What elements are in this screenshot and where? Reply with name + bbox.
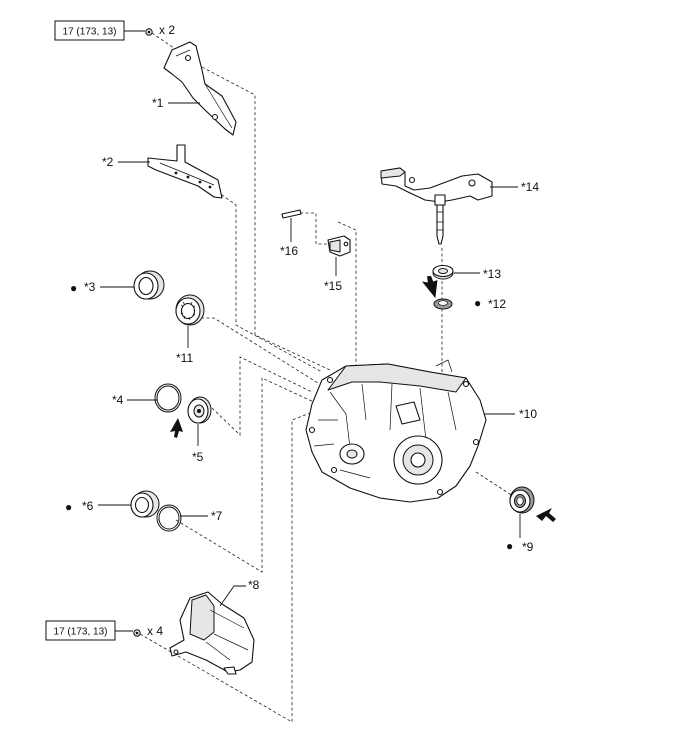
callout-15: *15: [324, 279, 342, 293]
leader-lines: [98, 102, 521, 607]
part-12-seal: [433, 298, 453, 310]
bolt-icon: [145, 28, 153, 36]
callout-4: *4: [112, 393, 124, 407]
non-reusable-mark: ●: [70, 281, 77, 295]
torque-spec-bottom: 17 (173, 13) x 4: [45, 620, 163, 641]
part-9-oil-seal: [509, 486, 535, 514]
part-16-pin: [281, 209, 302, 219]
arrow-icon: [422, 276, 438, 299]
callout-6: *6: [82, 499, 94, 513]
bolt-quantity-bottom: x 4: [147, 624, 163, 638]
part-4-o-ring: [154, 383, 182, 413]
callout-13: *13: [483, 267, 501, 281]
callout-9: *9: [522, 540, 534, 554]
callout-16: *16: [280, 244, 298, 258]
callout-1: *1: [152, 96, 164, 110]
torque-value-bottom: 17 (173, 13): [54, 627, 108, 638]
part-6-oil-seal: [130, 490, 160, 518]
part-13-washer: [432, 264, 454, 280]
part-10-transaxle-housing: [305, 359, 487, 503]
bolt-quantity-top: x 2: [159, 23, 175, 37]
bolt-icon: [133, 629, 141, 637]
non-reusable-marks: ● ● ● ●: [65, 281, 513, 553]
callout-labels: *1 *2 *3 *4 *5 *6 *7 *8 *9 *10 *11 *12 *…: [82, 96, 539, 592]
non-reusable-mark: ●: [65, 500, 72, 514]
part-11-bearing: [175, 294, 205, 326]
part-15-block: [327, 235, 351, 257]
part-1-bracket: [163, 41, 237, 136]
part-5-plug: [187, 396, 212, 424]
callout-2: *2: [102, 155, 114, 169]
callout-3: *3: [84, 280, 96, 294]
torque-value-top: 17 (173, 13): [63, 27, 117, 38]
part-7-o-ring: [156, 504, 182, 532]
non-reusable-mark: ●: [506, 539, 513, 553]
callout-5: *5: [192, 450, 204, 464]
part-8-cover: [169, 591, 255, 675]
callout-11: *11: [176, 351, 193, 365]
callout-8: *8: [248, 578, 260, 592]
arrow-icon: [170, 418, 183, 438]
non-reusable-mark: ●: [474, 296, 481, 310]
part-3-oil-seal: [133, 270, 165, 300]
callout-10: *10: [519, 407, 537, 421]
torque-spec-top: 17 (173, 13) x 2: [54, 20, 175, 41]
callout-12: *12: [488, 297, 506, 311]
callout-14: *14: [521, 180, 539, 194]
callout-7: *7: [211, 509, 223, 523]
part-2-bracket: [147, 144, 223, 199]
arrow-icon: [536, 508, 556, 522]
part-14-lever-assembly: [380, 167, 493, 245]
